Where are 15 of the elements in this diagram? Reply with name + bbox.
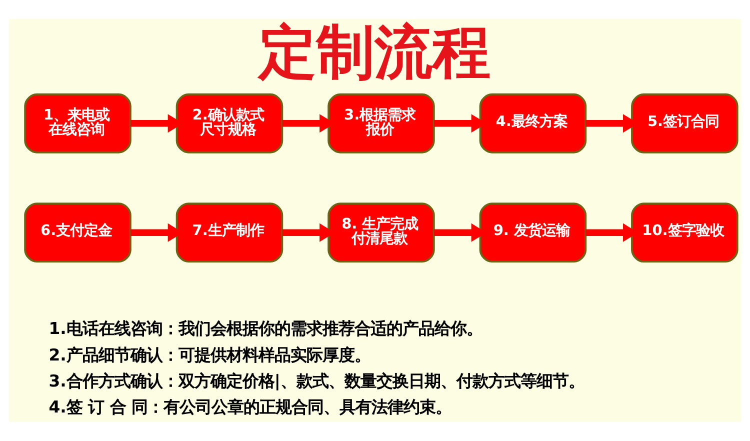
node-box: 2.确认款式尺寸规格 [176, 93, 284, 154]
node-box: 7.生产制作 [176, 202, 284, 263]
node-box: 5.签订合同 [631, 93, 738, 154]
node-box: 8. 生产完成付清尾款 [328, 202, 435, 263]
node-box: 1、来电或在线咨询 [24, 93, 132, 154]
node-box: 9. 发货运输 [479, 202, 587, 263]
label: 3.合作方式确认：双方确定价格|、款式、数量交换日期、付款方式等细节。 [48, 371, 584, 390]
node-box: 10.签字验收 [631, 202, 738, 263]
label: 2.产品细节确认：可提供材料样品实际厚度。 [48, 345, 370, 364]
label: 4.签 订 合 同：有公司公章的正规合同、具有法律约束。 [48, 397, 452, 416]
label: 1.电话在线咨询：我们会根据你的需求推荐合适的产品给你。 [48, 319, 482, 338]
node-box: 6.支付定金 [24, 202, 132, 263]
node-box: 4.最终方案 [479, 93, 587, 154]
node-box: 3.根据需求报价 [328, 93, 435, 154]
diagram-title: 定制流程 [258, 18, 491, 86]
